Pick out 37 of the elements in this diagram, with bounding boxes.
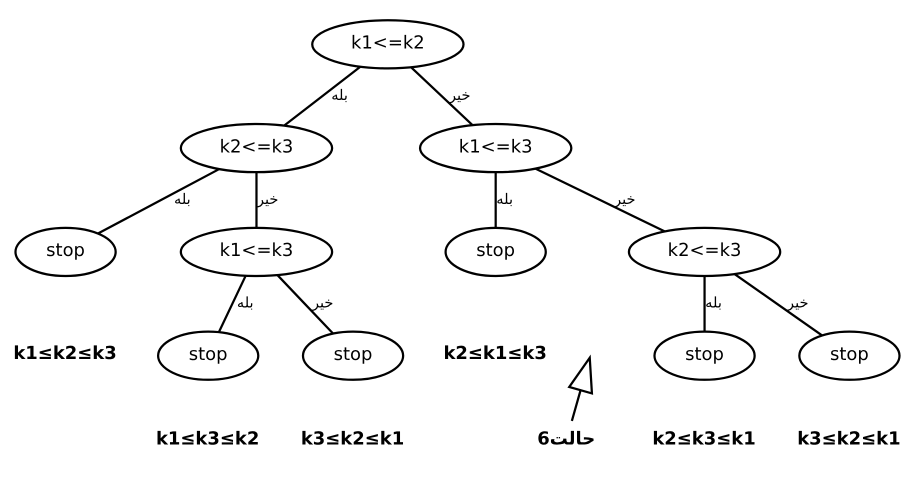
node-label: k1≤k2≤k3 [13, 342, 117, 364]
edge-label: بله [331, 87, 348, 104]
node-label: k3≤k2≤k1 [797, 428, 901, 450]
node-label: k2≤k1≤k3 [443, 342, 547, 364]
edge-label: بله [705, 294, 722, 312]
node-ellipse: k1<=k3 [180, 226, 334, 278]
connector [734, 272, 823, 336]
edge-label: خير [256, 190, 278, 208]
node-ellipse: stop [156, 330, 260, 381]
node-ellipse: k1<=k2 [311, 19, 465, 70]
node-ellipse: stop [798, 330, 901, 381]
node-label: k1≤k3≤k2 [156, 428, 260, 450]
node-ellipse: stop [444, 226, 547, 278]
edge-label: بله [496, 190, 514, 208]
connector [255, 172, 258, 228]
edge-label: خير [449, 87, 470, 104]
connector [534, 168, 666, 233]
node-ellipse: k2<=k3 [180, 122, 334, 174]
node-ellipse: stop [302, 330, 404, 381]
node-ellipse: stop [14, 226, 117, 278]
connector [410, 66, 474, 126]
node-ellipse: k2<=k3 [628, 226, 782, 278]
connector [218, 275, 247, 333]
connector [276, 274, 334, 334]
node-ellipse: k1<=k3 [418, 122, 572, 174]
connector [703, 276, 706, 332]
connector [283, 66, 362, 127]
edge-label: بله [236, 294, 254, 312]
edge-label: خير [787, 294, 809, 312]
connector [494, 172, 497, 228]
edge-label: خير [312, 294, 334, 312]
label: حالت6 [537, 428, 596, 450]
node-ellipse: stop [653, 330, 756, 381]
edge-label: بله [174, 190, 191, 208]
node-label: k2≤k3≤k1 [652, 428, 756, 450]
node-label: k3≤k2≤k1 [300, 428, 404, 450]
connector [97, 168, 220, 235]
